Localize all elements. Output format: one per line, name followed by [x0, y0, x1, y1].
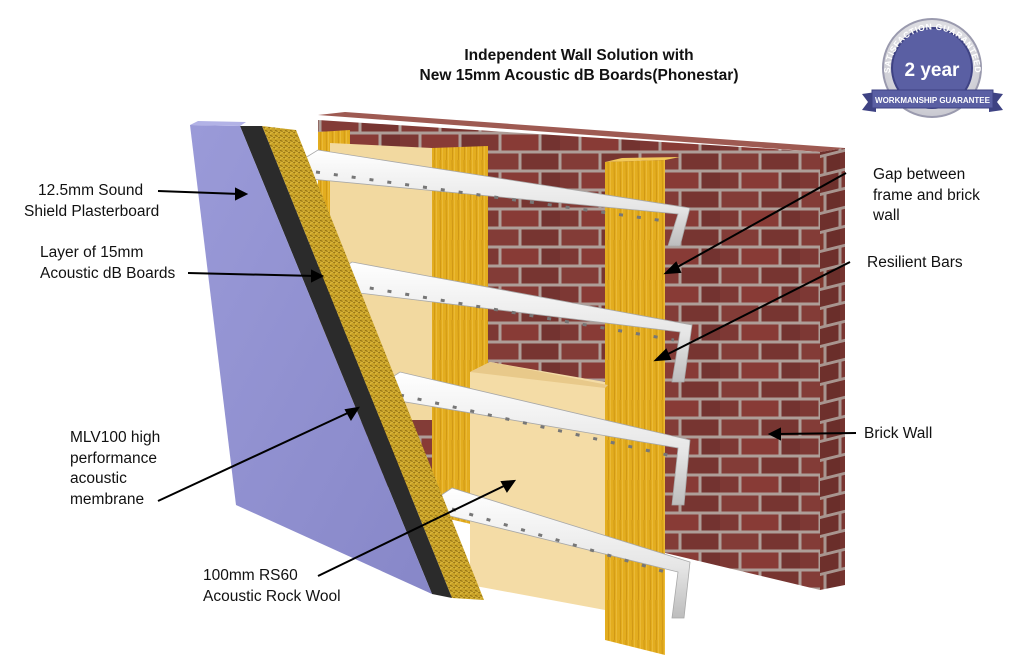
label-resilient-bars: Resilient Bars — [867, 254, 963, 271]
timber-stud-3-top — [605, 157, 680, 162]
badge-ribbon — [871, 89, 994, 109]
resilient-bar-2 — [334, 261, 693, 383]
resilient-bar-3 — [381, 371, 691, 506]
label-gap: Gap between frame and brick wall — [873, 166, 980, 224]
leader-gap — [671, 172, 847, 271]
label-acoustic-boards: Layer of 15mm Acoustic dB Boards — [40, 244, 176, 282]
label-brick-wall: Brick Wall — [864, 425, 933, 442]
diagram-title: Independent Wall Solution with New 15mm … — [384, 46, 774, 86]
label-membrane: MLV100 high performance acoustic membran… — [70, 429, 161, 508]
leader-plasterboard — [157, 190, 241, 195]
label-plasterboard: 12.5mm Sound Shield Plasterboard — [24, 182, 160, 220]
badge-main-text: 2 year — [905, 60, 961, 81]
leader-rock-wool — [317, 483, 509, 577]
acoustic-db-board — [262, 126, 484, 600]
resilient-bar-1 — [299, 149, 691, 247]
leader-resilient-bars — [661, 261, 851, 358]
title-line-1: Independent Wall Solution with — [464, 47, 694, 64]
mlv-membrane — [240, 126, 452, 598]
plasterboard — [190, 121, 432, 594]
brick-wall-side — [820, 148, 845, 590]
brick-wall-top — [318, 112, 845, 152]
leader-brick-wall — [775, 432, 857, 435]
leader-lines — [157, 172, 857, 577]
badge-ribbon-text: WORKMANSHIP GUARANTEE — [875, 96, 991, 105]
timber-stud-3 — [605, 160, 665, 655]
label-rock-wool: 100mm RS60 Acoustic Rock Wool — [203, 567, 341, 605]
leader-membrane — [157, 410, 353, 502]
resilient-bar-4 — [433, 487, 691, 619]
title-line-2: New 15mm Acoustic dB Boards(Phonestar) — [419, 67, 739, 84]
resilient-bars — [299, 149, 693, 619]
rock-wool-lower-top — [470, 362, 608, 388]
guarantee-badge: SATISFACTION GUARANTEED 2 year WORKMANSH… — [862, 18, 1003, 118]
leader-acoustic-boards — [187, 272, 317, 277]
